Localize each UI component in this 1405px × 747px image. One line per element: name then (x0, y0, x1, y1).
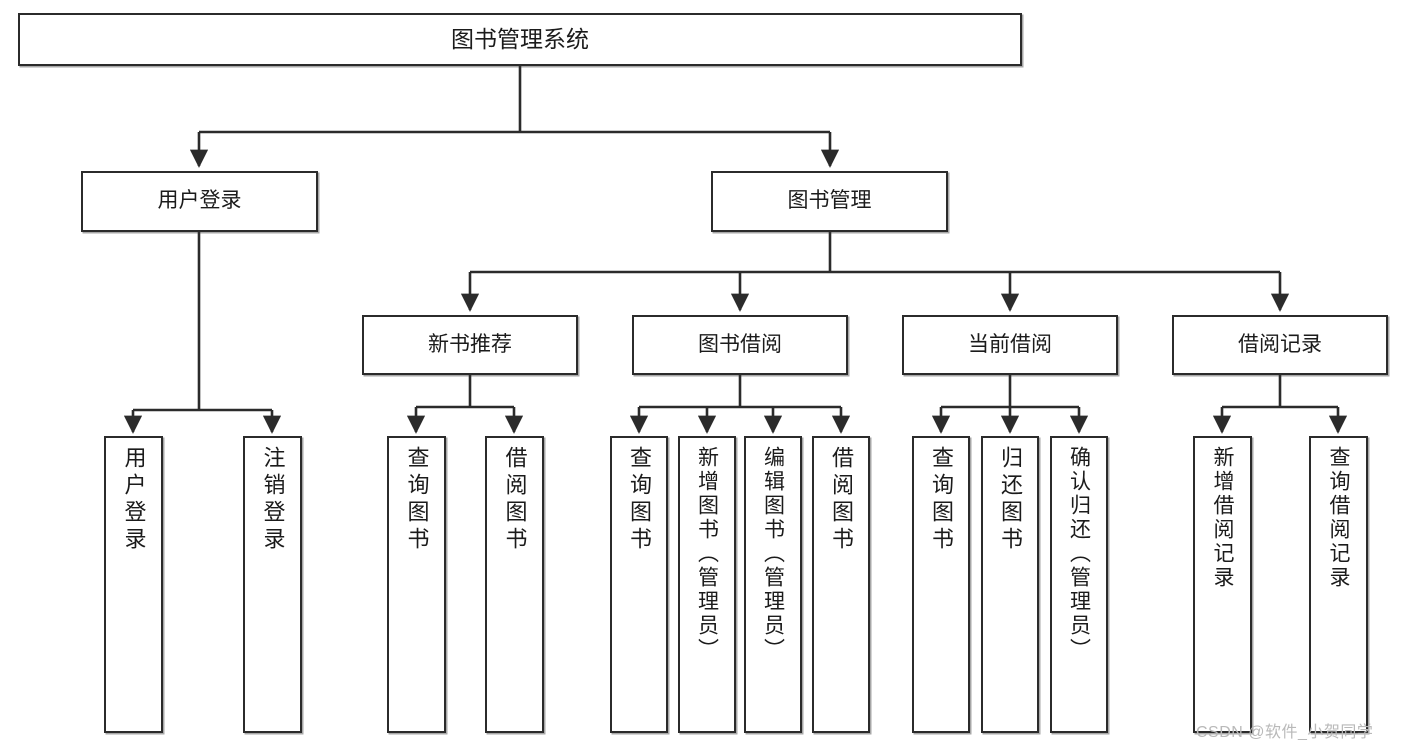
node-label: 图书管理系统 (451, 26, 589, 53)
leaf-confirm-return-admin[interactable]: 确认归还（管理员） (1050, 436, 1108, 733)
node-user-login[interactable]: 用户登录 (81, 171, 318, 232)
node-label: 编辑图书（管理员） (761, 446, 785, 662)
node-label: 图书管理 (787, 189, 872, 213)
node-label: 归还图书 (998, 446, 1023, 554)
leaf-borrow-book-recommend[interactable]: 借阅图书 (485, 436, 544, 733)
node-label: 新书推荐 (428, 332, 512, 356)
node-label: 查询借阅记录 (1327, 446, 1350, 590)
leaf-add-borrow-record[interactable]: 新增借阅记录 (1193, 436, 1252, 733)
node-label: 借阅图书 (829, 446, 854, 554)
leaf-user-logout[interactable]: 注销登录 (243, 436, 302, 733)
leaf-add-book-admin[interactable]: 新增图书（管理员） (678, 436, 736, 733)
node-new-book-recommend[interactable]: 新书推荐 (362, 315, 578, 375)
node-label: 新增图书（管理员） (695, 446, 719, 662)
leaf-query-borrow-record[interactable]: 查询借阅记录 (1309, 436, 1368, 733)
node-book-borrow[interactable]: 图书借阅 (632, 315, 848, 375)
node-label: 查询图书 (929, 446, 954, 554)
leaf-borrow-book[interactable]: 借阅图书 (812, 436, 870, 733)
leaf-query-book-current[interactable]: 查询图书 (912, 436, 970, 733)
leaf-query-book-borrow[interactable]: 查询图书 (610, 436, 668, 733)
node-label: 查询图书 (627, 446, 652, 554)
node-label: 查询图书 (404, 446, 430, 554)
node-borrow-record[interactable]: 借阅记录 (1172, 315, 1388, 375)
node-label: 确认归还（管理员） (1067, 446, 1091, 662)
node-label: 当前借阅 (968, 332, 1052, 356)
node-label: 图书借阅 (698, 332, 782, 356)
leaf-query-book-recommend[interactable]: 查询图书 (387, 436, 446, 733)
node-label: 用户登录 (121, 446, 147, 554)
node-label: 用户登录 (157, 189, 242, 213)
node-root-system[interactable]: 图书管理系统 (18, 13, 1022, 66)
node-label: 注销登录 (260, 446, 286, 554)
node-label: 借阅记录 (1238, 332, 1322, 356)
node-current-borrow[interactable]: 当前借阅 (902, 315, 1118, 375)
node-label: 借阅图书 (502, 446, 528, 554)
node-book-management[interactable]: 图书管理 (711, 171, 948, 232)
leaf-user-login[interactable]: 用户登录 (104, 436, 163, 733)
leaf-edit-book-admin[interactable]: 编辑图书（管理员） (744, 436, 802, 733)
node-label: 新增借阅记录 (1211, 446, 1234, 590)
leaf-return-book[interactable]: 归还图书 (981, 436, 1039, 733)
